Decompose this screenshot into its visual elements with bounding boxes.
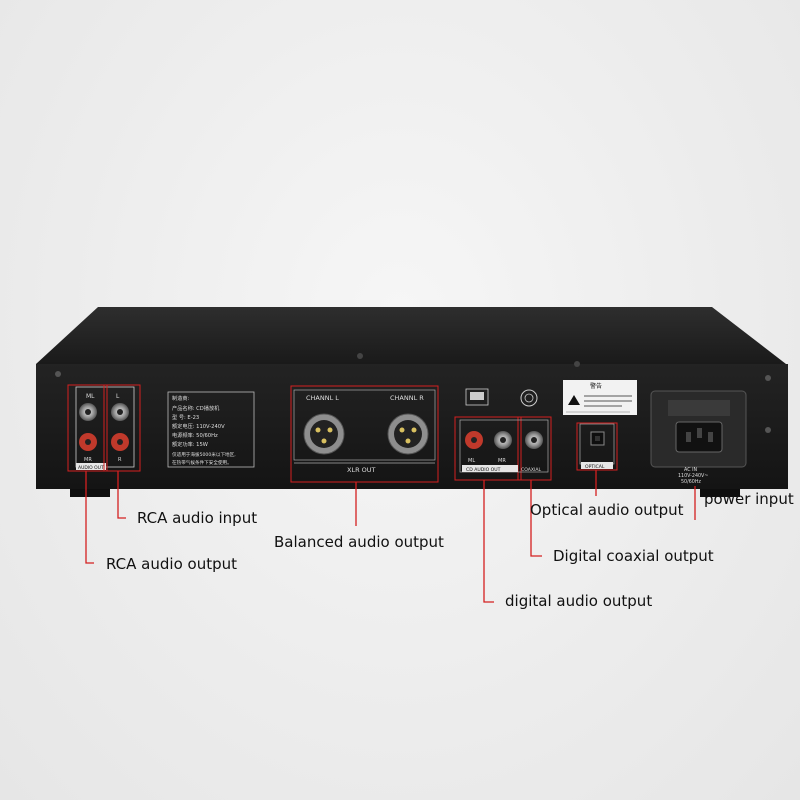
cd-out-jack-mr-core xyxy=(500,437,506,443)
callout-optical: Optical audio output xyxy=(530,501,684,519)
callout-power: power input xyxy=(704,490,794,508)
rca-jack-ml-core xyxy=(85,409,91,415)
socket-pin xyxy=(697,428,702,438)
warning-title: 警告 xyxy=(590,382,602,390)
ac-label: 110V-240V~ xyxy=(678,473,708,479)
line-rca-output xyxy=(85,471,94,564)
ac-label: 50/60Hz xyxy=(681,479,701,485)
rca-jack-mr-core xyxy=(85,439,91,445)
audio-out-tab xyxy=(76,463,106,470)
chassis-top xyxy=(36,307,786,364)
screw xyxy=(55,371,61,377)
nameplate-line: 额定电压: 110V-240V xyxy=(172,422,225,430)
ccc-logo xyxy=(520,389,538,407)
line-coaxial xyxy=(530,480,542,557)
xlr-out-label: XLR OUT xyxy=(347,466,376,474)
highlight-digital xyxy=(454,416,522,481)
optical-port-inner xyxy=(595,436,600,441)
screw xyxy=(765,375,771,381)
highlight-xlr xyxy=(290,385,439,483)
line-rca-input xyxy=(117,471,126,519)
nameplate-line: 额定功率: 15W xyxy=(172,440,208,448)
coaxial-label: COAXIAL xyxy=(521,467,542,473)
rca-ml-label: ML xyxy=(86,393,95,400)
nameplate-line: 产品名称: CD播放机 xyxy=(172,404,220,412)
nameplate xyxy=(167,391,255,468)
ccc-logo-inner xyxy=(524,393,534,403)
cd-logo-inner xyxy=(470,392,484,400)
callout-balanced: Balanced audio output xyxy=(274,533,444,551)
cd-out-jack-ml-core xyxy=(471,437,477,443)
rca-l-label: L xyxy=(116,393,120,400)
xlr-pin xyxy=(405,438,411,444)
screw xyxy=(574,361,580,367)
xlr-frame xyxy=(293,389,436,461)
xlr-pin xyxy=(315,427,321,433)
socket-pin xyxy=(686,432,691,442)
screw xyxy=(765,427,771,433)
nameplate-text: 制造商: 产品名称: CD播放机 型 号: E-23 额定电压: 110V-24… xyxy=(172,394,236,466)
foot-left xyxy=(70,489,110,497)
callout-rca-input: RCA audio input xyxy=(137,509,258,527)
nameplate-line: 制造商: xyxy=(172,394,190,402)
nameplate-line: 在热带气候条件下安全使用。 xyxy=(172,459,232,466)
nameplate-line: 型 号: E-23 xyxy=(172,413,199,421)
callout-rca-output: RCA audio output xyxy=(106,555,237,573)
ac-label: AC IN xyxy=(684,467,697,473)
cd-ml-label: ML xyxy=(468,458,475,464)
line-digital xyxy=(483,480,494,603)
highlight-rca-input xyxy=(103,384,141,472)
socket-pin xyxy=(708,432,713,442)
rca-r-label: R xyxy=(118,457,122,463)
nameplate-line: 电源频率: 50/60Hz xyxy=(172,431,218,439)
xlr-pin xyxy=(327,427,333,433)
xlr-jack-left-inner xyxy=(310,420,338,448)
coaxial-jack-core xyxy=(531,437,537,443)
nameplate-line: 仅适用于海拔5000米以下地区, xyxy=(172,451,236,458)
warning-triangle xyxy=(568,395,580,405)
screw xyxy=(357,353,363,359)
audio-out-label: AUDIO OUT xyxy=(78,465,104,471)
cd-audio-out-label: CD AUDIO OUT xyxy=(466,467,501,473)
fuse-holder xyxy=(668,400,730,416)
optical-tab xyxy=(581,462,613,469)
xlr-jack-right-inner xyxy=(394,420,422,448)
xlr-pin xyxy=(321,438,327,444)
cd-audio-tab xyxy=(462,465,518,472)
highlight-coaxial xyxy=(517,416,552,481)
xlr-pin xyxy=(399,427,405,433)
callout-lines xyxy=(85,470,696,603)
callout-coaxial: Digital coaxial output xyxy=(553,547,714,565)
foot-right xyxy=(700,489,740,497)
cd-mr-label: MR xyxy=(498,458,506,464)
rca-mr-label: MR xyxy=(84,457,92,463)
rca-jack-l-core xyxy=(117,409,123,415)
xlr-left-label: CHANNL L xyxy=(306,394,339,402)
highlight-optical xyxy=(576,422,618,471)
highlight-rca-output xyxy=(67,384,108,472)
rca-jack-r-core xyxy=(117,439,123,445)
optical-label: OPTICAL xyxy=(585,464,605,470)
xlr-pin xyxy=(411,427,417,433)
xlr-right-label: CHANNL R xyxy=(390,394,424,402)
cd-logo xyxy=(465,388,489,406)
callout-digital: digital audio output xyxy=(505,592,653,610)
